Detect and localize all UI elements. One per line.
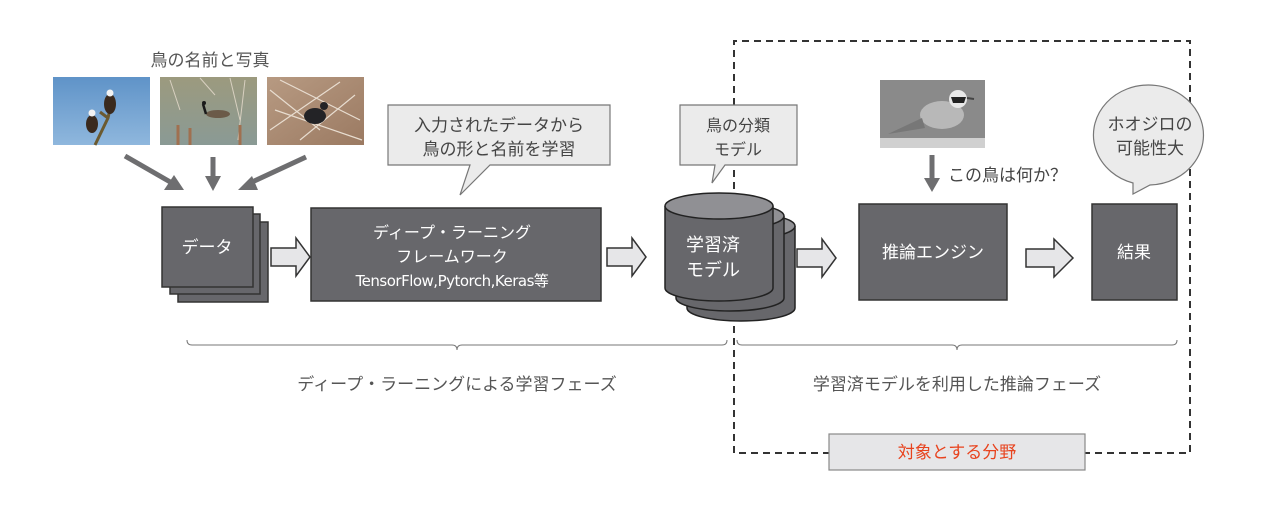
- photos-title: 鳥の名前と写真: [151, 51, 270, 71]
- photo-eagles: [53, 77, 150, 146]
- callout-learn-line2: 鳥の形と名前を学習: [423, 140, 576, 160]
- target-area-label: 対象とする分野: [898, 443, 1017, 463]
- callout-learn-line1: 入力されたデータから: [414, 115, 584, 136]
- data-box-label: データ: [182, 237, 233, 258]
- callout-result: ホオジロの 可能性大: [1092, 84, 1205, 195]
- target-area-label-box: 対象とする分野: [828, 433, 1086, 471]
- result-box[interactable]: 結果: [1091, 203, 1178, 301]
- question-label: この鳥は何か？: [948, 166, 1067, 186]
- callout-model-line2: モデル: [714, 140, 762, 159]
- model-line1: 学習済: [686, 235, 740, 256]
- trained-model-cylinder[interactable]: 学習済 モデル: [664, 192, 796, 322]
- inference-engine-box[interactable]: 推論エンジン: [858, 203, 1008, 301]
- training-phase-label: ディープ・ラーニングによる学習フェーズ: [297, 374, 616, 395]
- engine-label: 推論エンジン: [882, 243, 984, 263]
- inference-phase-brace: [736, 339, 1178, 351]
- callout-result-line1: ホオジロの: [1108, 115, 1193, 135]
- flow-arrow: [1025, 237, 1075, 279]
- framework-line2: フレームワーク: [396, 247, 508, 266]
- photo-goose: [160, 77, 257, 145]
- data-box[interactable]: データ: [161, 206, 269, 303]
- training-phase-brace: [186, 339, 728, 351]
- photo-coot: [267, 77, 364, 145]
- photo-arrows: [123, 153, 308, 191]
- target-area-border: [733, 40, 1191, 454]
- question-arrow: [924, 155, 940, 192]
- result-label: 結果: [1117, 243, 1151, 263]
- framework-box[interactable]: ディープ・ラーニング フレームワーク TensorFlow,Pytorch,Ke…: [310, 207, 602, 302]
- inference-phase-label: 学習済モデルを利用した推論フェーズ: [813, 374, 1101, 395]
- framework-line1: ディープ・ラーニング: [373, 223, 531, 242]
- framework-line3: TensorFlow,Pytorch,Keras等: [355, 272, 549, 290]
- flow-arrow: [270, 235, 311, 279]
- callout-model: 鳥の分類 モデル: [679, 104, 798, 184]
- photo-bunting: [880, 80, 985, 148]
- model-line2: モデル: [686, 260, 740, 281]
- callout-result-line2: 可能性大: [1116, 139, 1184, 159]
- flow-arrow: [606, 235, 647, 279]
- callout-model-line1: 鳥の分類: [706, 116, 770, 135]
- callout-learn: 入力されたデータから 鳥の形と名前を学習: [387, 104, 611, 196]
- flow-arrow: [796, 236, 837, 280]
